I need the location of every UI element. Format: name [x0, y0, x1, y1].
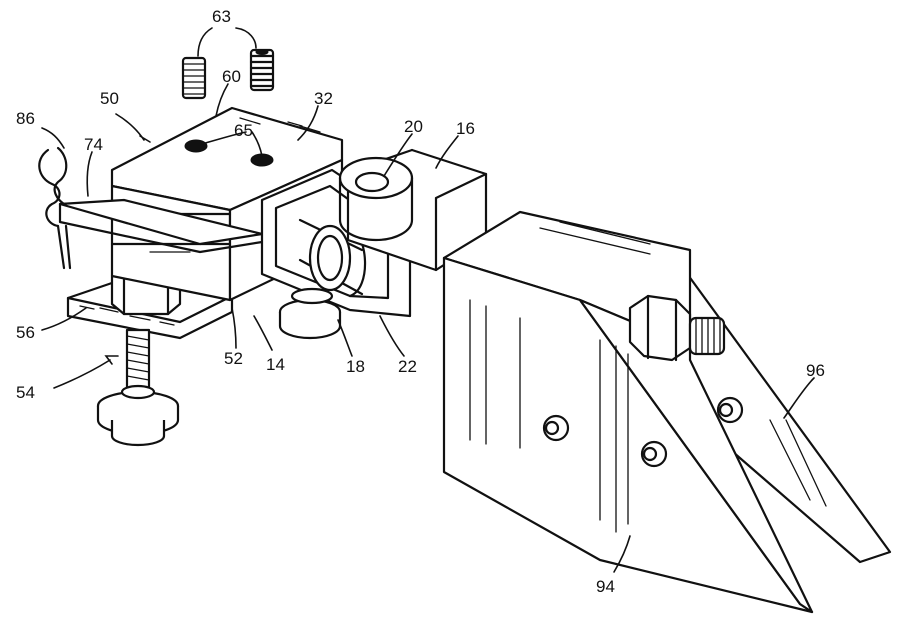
- label-86: 86: [16, 109, 35, 128]
- label-54: 54: [16, 383, 35, 402]
- bolt-head-18: [280, 289, 340, 338]
- set-screw-left: [183, 58, 205, 98]
- label-74: 74: [84, 135, 103, 154]
- label-65: 65: [234, 121, 253, 140]
- label-52: 52: [224, 349, 243, 368]
- label-22: 22: [398, 357, 417, 376]
- label-18: 18: [346, 357, 365, 376]
- cotter-pin-86: [39, 148, 70, 268]
- label-32: 32: [314, 89, 333, 108]
- label-94: 94: [596, 577, 615, 596]
- label-20: 20: [404, 117, 423, 136]
- label-56: 56: [16, 323, 35, 342]
- mounting-bolt-54: [98, 330, 178, 445]
- label-60: 60: [222, 67, 241, 86]
- label-14: 14: [266, 355, 285, 374]
- label-16: 16: [456, 119, 475, 138]
- label-50: 50: [100, 89, 119, 108]
- set-screw-right: [251, 50, 273, 91]
- label-96: 96: [806, 361, 825, 380]
- label-63: 63: [212, 7, 231, 26]
